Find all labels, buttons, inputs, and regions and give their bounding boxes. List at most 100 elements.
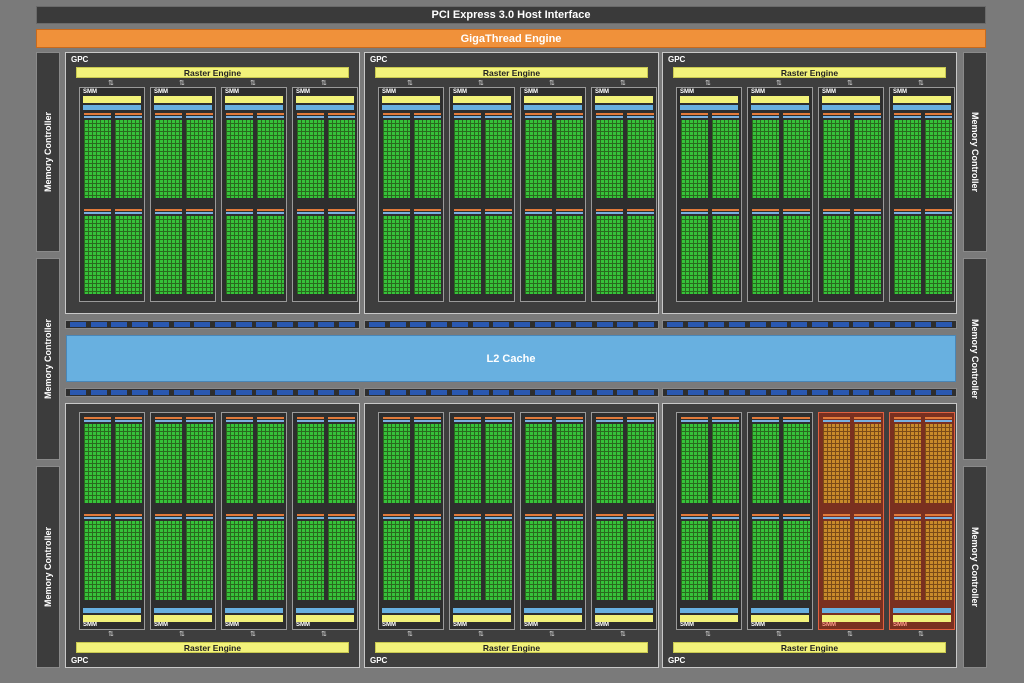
smm-label: SMM [154,89,168,95]
crossbar-cell [90,390,107,395]
cuda-core-grid [894,521,921,600]
smm-label: SMM [751,89,765,95]
instruction-buffer [524,608,582,613]
crossbar-cell [451,390,468,395]
cuda-core-grid [186,424,213,503]
dispatch-unit [596,417,623,419]
cuda-core-grid [925,424,952,503]
crossbar-cell [451,322,468,327]
crossbar-strip [364,320,659,329]
dispatch-unit [414,514,441,516]
register-file [854,420,881,422]
instruction-cache [382,615,440,622]
dispatch-unit [783,417,810,419]
processing-block [257,113,284,297]
dispatch-unit [712,113,739,115]
dispatch-unit [383,514,410,516]
crossbar-cell [811,322,828,327]
transfer-arrows-icon: ⇅ [918,631,924,638]
register-file [84,420,111,422]
crossbar-strip [662,388,957,397]
crossbar-cell [70,322,86,327]
processing-block [525,417,552,604]
memory-controller-left-bottom: Memory Controller [36,466,60,668]
register-file [925,212,952,214]
dispatch-unit [556,113,583,115]
cuda-core-grid [823,120,850,198]
smm-label: SMM [453,622,467,628]
cuda-core-grid [525,216,552,294]
dispatch-unit [712,514,739,516]
dispatch-unit [297,514,324,516]
cuda-core-grid [712,216,739,294]
transfer-arrows-icon: ⇅ [108,631,114,638]
dispatch-unit [556,514,583,516]
crossbar-cell [389,322,406,327]
register-file [525,420,552,422]
dispatch-unit [485,417,512,419]
dispatch-unit [681,113,708,115]
crossbar-cell [214,390,231,395]
instruction-cache [154,96,212,103]
register-file [596,116,623,118]
instruction-cache [893,96,951,103]
register-file [186,116,213,118]
register-file [681,116,708,118]
crossbar-cell [513,390,530,395]
crossbar-cell [576,322,592,327]
smm-label: SMM [154,622,168,628]
cuda-core-grid [681,424,708,503]
crossbar-cell [318,322,335,327]
dispatch-unit [556,209,583,211]
dispatch-unit [84,113,111,115]
cuda-core-grid [556,521,583,600]
dispatch-unit [186,209,213,211]
dispatch-unit [383,209,410,211]
register-file [783,116,810,118]
register-file [783,212,810,214]
dispatch-unit [226,514,253,516]
register-file [383,116,410,118]
smm-label: SMM [225,622,239,628]
register-file [525,517,552,519]
cuda-core-grid [681,120,708,198]
dispatch-unit [257,113,284,115]
cuda-core-grid [627,424,654,503]
dispatch-unit [681,514,708,516]
crossbar-cell [194,390,211,395]
crossbar-cell [874,322,890,327]
memory-controller-label: Memory Controller [43,526,54,608]
register-file [186,212,213,214]
register-file [414,420,441,422]
dispatch-unit [752,514,779,516]
instruction-cache [680,96,738,103]
register-file [556,116,583,118]
register-file [925,420,952,422]
smm-block: SMM⇅ [889,80,955,302]
crossbar-cell [214,322,231,327]
dispatch-unit [752,417,779,419]
register-file [783,517,810,519]
cuda-core-grid [556,424,583,503]
cuda-core-grid [783,521,810,600]
smm-block: SMM⇅ [449,80,515,302]
crossbar-cell [194,322,211,327]
cuda-core-grid [155,424,182,503]
cuda-core-grid [925,521,952,600]
smm-label: SMM [296,622,310,628]
instruction-cache [83,615,141,622]
cuda-core-grid [823,424,850,503]
dispatch-unit [485,113,512,115]
instruction-buffer [296,608,354,613]
pcie-host-interface: PCI Express 3.0 Host Interface [36,6,986,24]
processing-block [556,113,583,297]
memory-controller-label: Memory Controller [970,318,981,400]
transfer-arrows-icon: ⇅ [847,631,853,638]
crossbar-cell [369,322,385,327]
register-file [115,517,142,519]
register-file [894,116,921,118]
crossbar-cell [915,322,932,327]
instruction-cache [296,96,354,103]
instruction-cache [225,615,283,622]
register-file [454,212,481,214]
